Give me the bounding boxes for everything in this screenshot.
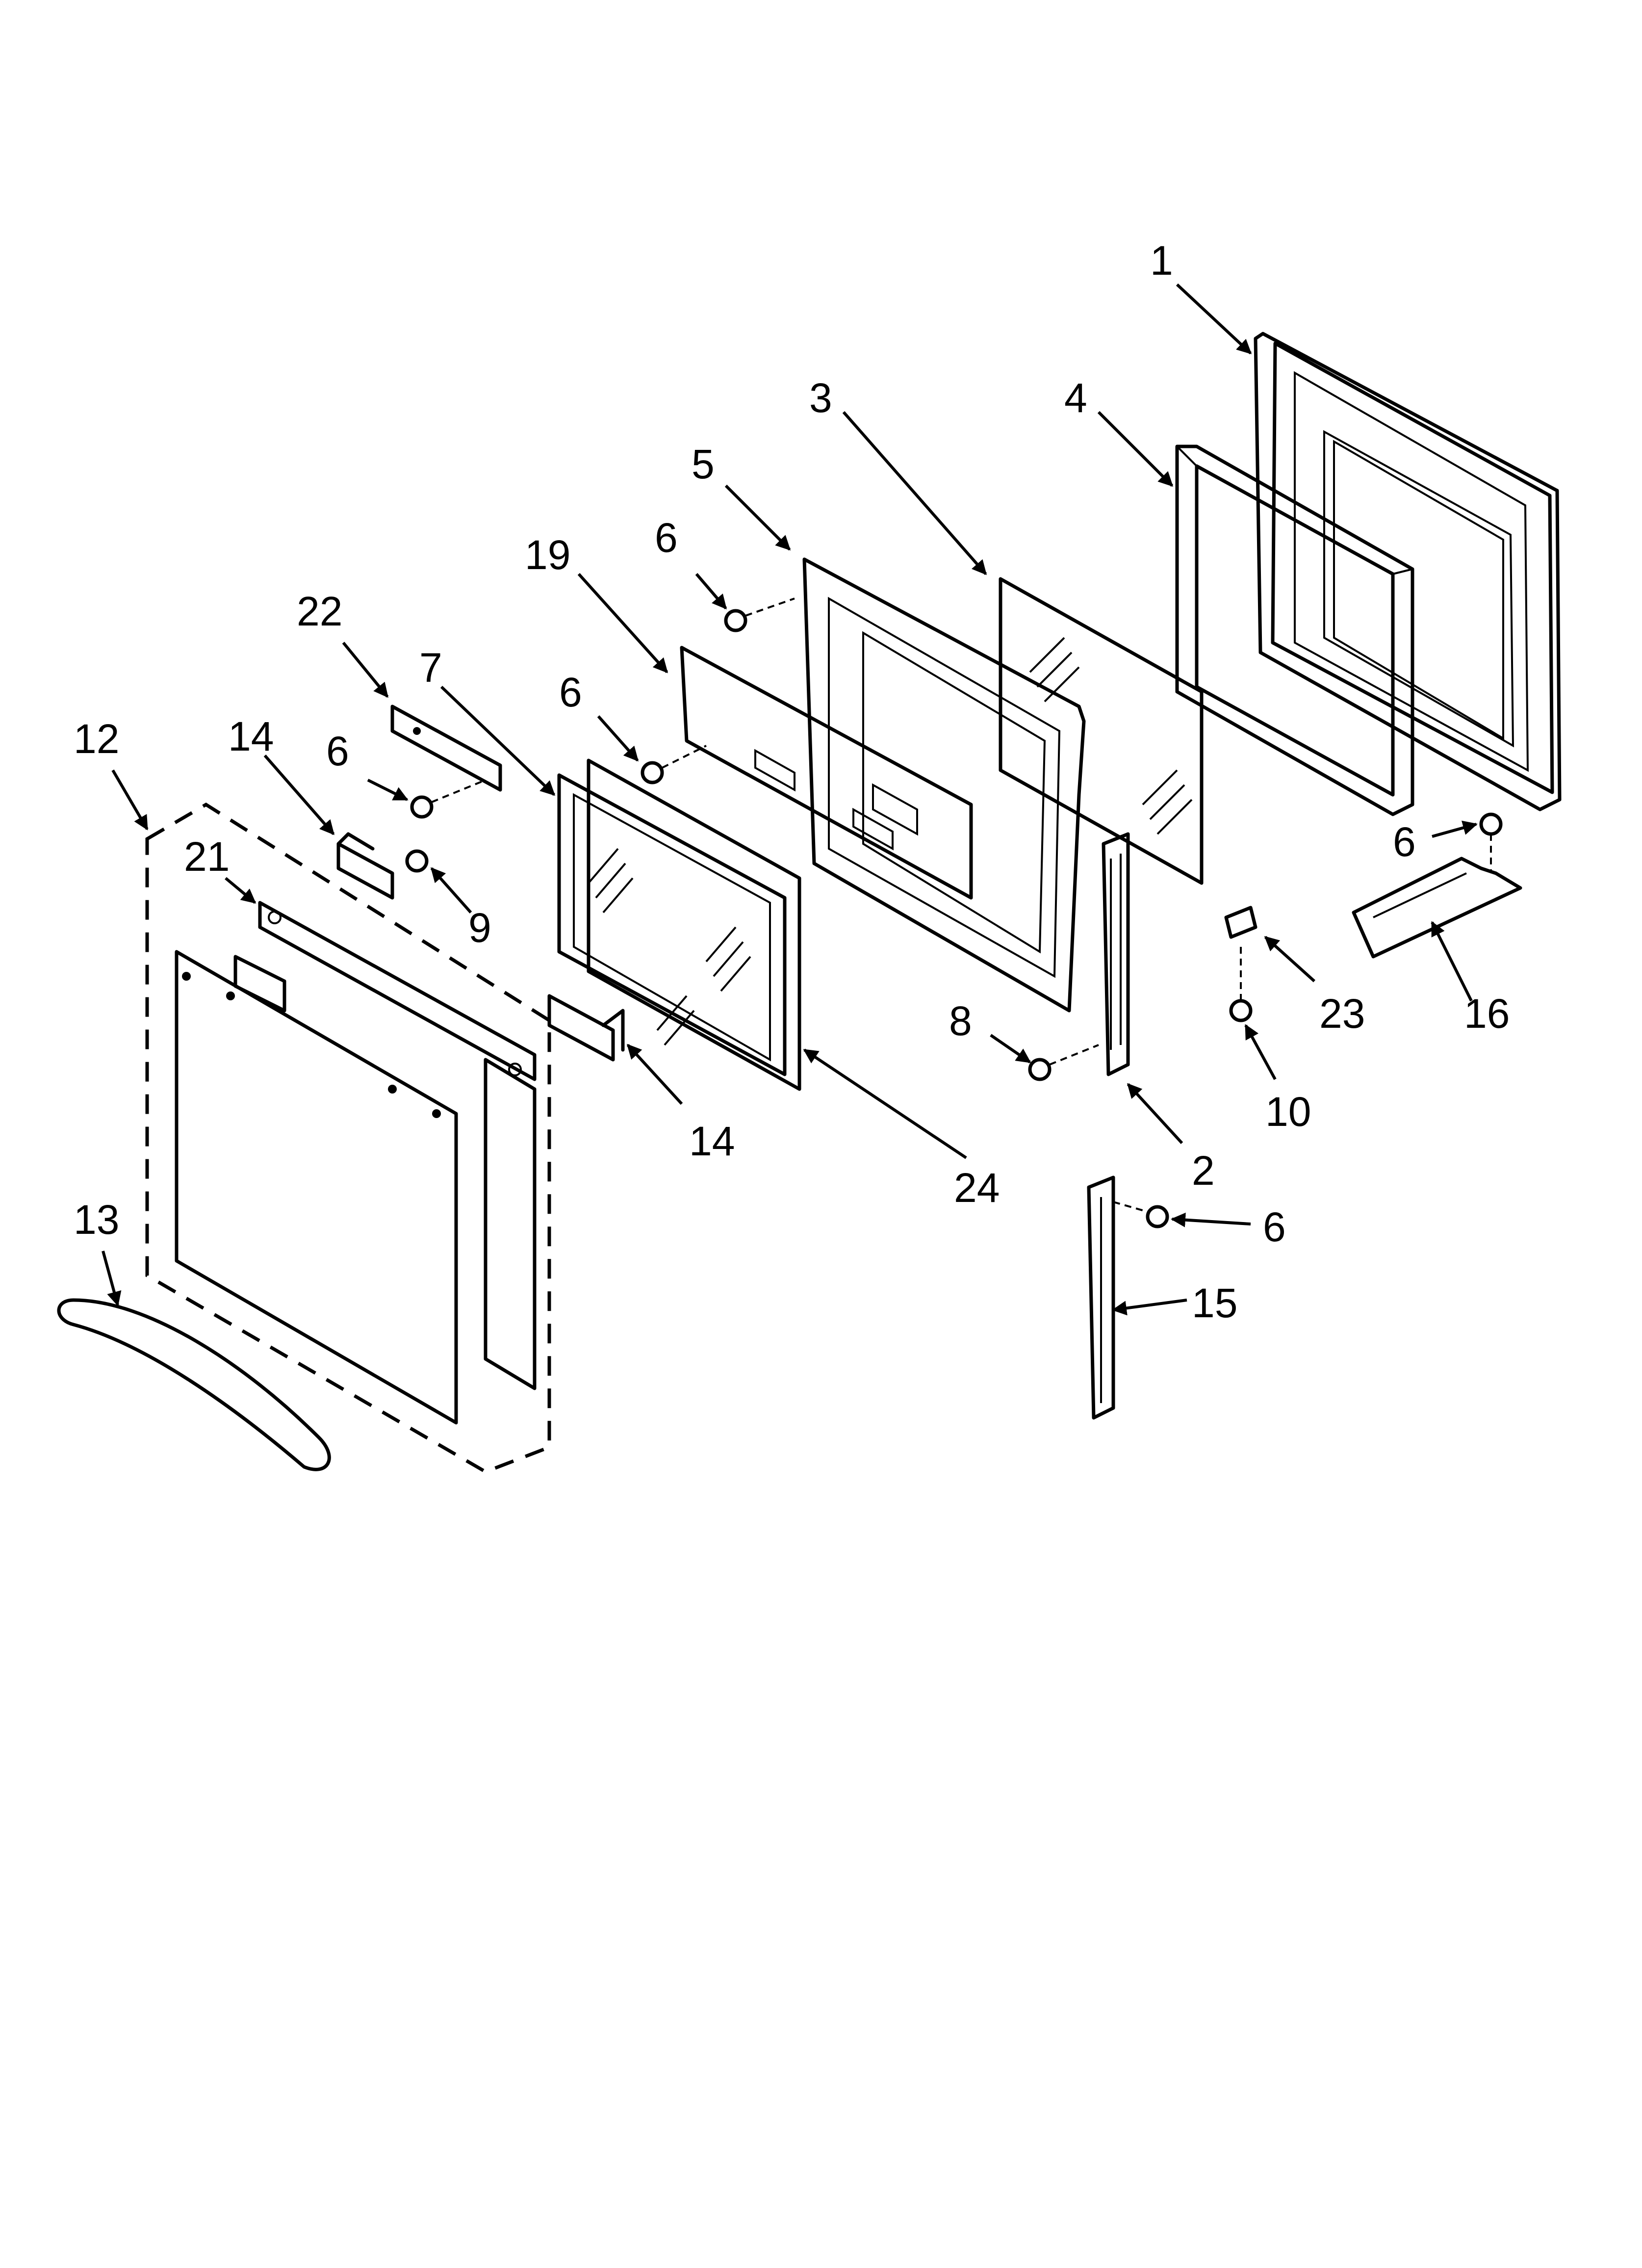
callout-4: 4 — [1064, 375, 1087, 421]
callout-9: 9 — [468, 905, 491, 951]
callout-19: 19 — [525, 532, 570, 578]
callout-14a: 14 — [228, 713, 274, 759]
screw-9 — [405, 849, 429, 873]
part-hinge — [1102, 832, 1130, 1076]
callout-14b: 14 — [689, 1118, 735, 1164]
callout-6d: 6 — [1393, 819, 1416, 865]
callout-1: 1 — [1150, 237, 1173, 284]
callout-8: 8 — [949, 998, 972, 1044]
callout-21: 21 — [184, 834, 230, 880]
callout-10: 10 — [1265, 1089, 1311, 1135]
callout-labels: 1 4 3 5 6 19 6 22 7 12 14 6 21 9 6 23 16… — [74, 237, 1510, 1326]
part-hinge-bracket-right — [547, 994, 625, 1062]
callout-6a: 6 — [655, 515, 678, 561]
screw-8 — [1028, 1044, 1099, 1081]
callout-5: 5 — [692, 441, 715, 487]
part-middle-glass — [587, 758, 801, 1091]
part-outer-glass — [557, 773, 787, 1076]
screw-6a — [724, 598, 795, 632]
callout-22: 22 — [297, 588, 342, 634]
part-outer-door-assembly — [145, 802, 551, 1474]
callout-6e: 6 — [1263, 1204, 1286, 1250]
screw-10 — [1229, 947, 1253, 1022]
callout-7: 7 — [419, 645, 442, 691]
screw-6c — [410, 779, 486, 819]
part-top-trim — [390, 704, 502, 792]
part-clip — [1224, 906, 1257, 939]
part-outer-door-panel — [1254, 332, 1562, 811]
callout-6c: 6 — [326, 728, 349, 774]
part-inner-door-liner — [802, 557, 1086, 1013]
callout-3: 3 — [809, 375, 832, 421]
part-hinge-bracket-left — [336, 832, 394, 900]
screw-6e — [1113, 1201, 1169, 1228]
callout-15: 15 — [1192, 1280, 1237, 1326]
screw-6d — [1479, 812, 1503, 873]
screw-6b — [641, 745, 707, 784]
part-handle-mount-bar — [258, 901, 537, 1081]
part-inner-glass — [999, 577, 1204, 885]
leader-lines — [102, 283, 1478, 1316]
part-door-frame — [1175, 444, 1414, 816]
callout-24: 24 — [954, 1165, 1000, 1211]
part-door-handle — [57, 1298, 331, 1471]
part-insulation-shield — [680, 646, 973, 900]
part-vent-bracket — [1352, 857, 1522, 959]
callout-23: 23 — [1319, 991, 1365, 1037]
callout-2: 2 — [1192, 1147, 1215, 1194]
callout-13: 13 — [74, 1197, 119, 1243]
callout-12: 12 — [74, 716, 119, 762]
callout-16: 16 — [1464, 991, 1510, 1037]
callout-6b: 6 — [559, 669, 582, 715]
part-hinge-receiver — [1087, 1175, 1115, 1420]
